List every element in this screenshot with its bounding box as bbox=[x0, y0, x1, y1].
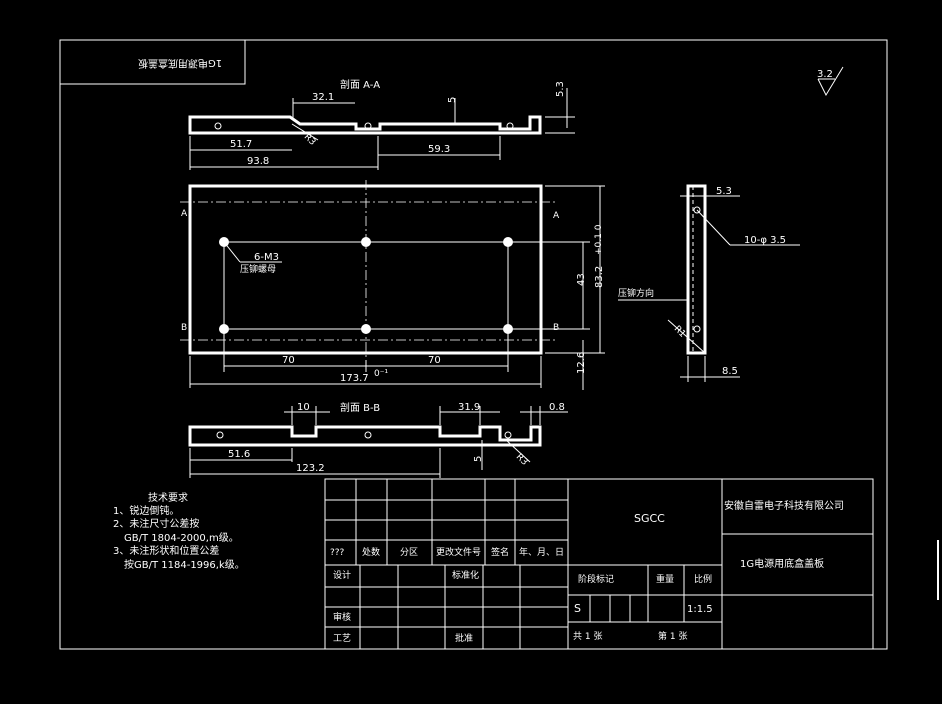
dim-side-holes: 10-φ 3.5 bbox=[744, 235, 786, 246]
tb-row-label: 签名 bbox=[491, 546, 509, 558]
hole-note-sub: 压铆螺母 bbox=[240, 263, 276, 275]
dim-aa-51-7: 51.7 bbox=[230, 139, 252, 150]
dim-plan-70b: 70 bbox=[428, 355, 441, 366]
section-mark-b-left: B bbox=[181, 323, 187, 333]
dim-aa-32-1: 32.1 bbox=[312, 92, 334, 103]
header-box bbox=[59, 39, 246, 85]
section-mark-a-right: A bbox=[553, 211, 560, 221]
tb-company: 安徽自雷电子科技有限公司 bbox=[724, 499, 844, 512]
dim-plan-offset: 12.6 bbox=[576, 352, 587, 374]
dim-bb-31-9: 31.9 bbox=[458, 402, 480, 413]
tb-scale-value: 1:1.5 bbox=[687, 604, 713, 615]
dim-bb-0-8: 0.8 bbox=[549, 402, 565, 413]
section-bb: 剖面 B-B 10 31.9 0.8 51.6 123.2 5 R3 bbox=[188, 401, 568, 478]
dim-side-5-3: 5.3 bbox=[716, 186, 732, 197]
tb-weight-label: 重量 bbox=[656, 573, 674, 585]
header-box-text: 1G电源用底盒盖板 bbox=[138, 57, 222, 70]
press-direction-label: 压铆方向 bbox=[618, 287, 654, 299]
roughness-value: 3.2 bbox=[817, 69, 833, 80]
dim-plan-width-tol: 0⁻¹ bbox=[374, 369, 388, 379]
dim-side-8-5: 8.5 bbox=[722, 366, 738, 377]
tb-process-label: 工艺 bbox=[333, 633, 351, 644]
tb-row-label: 处数 bbox=[362, 546, 380, 558]
dim-aa-5-3: 5.3 bbox=[555, 81, 566, 97]
plan-view: 6-M3 压铆螺母 A A B B 70 70 173.7 0⁻¹ 83.2 +… bbox=[180, 180, 605, 390]
dim-bb-5: 5 bbox=[473, 456, 484, 462]
hole-marker bbox=[219, 324, 229, 334]
note-item: 按GB/T 1184-1996,k级。 bbox=[124, 558, 245, 571]
hole-marker bbox=[503, 324, 513, 334]
note-item: 3、未注形状和位置公差 bbox=[113, 544, 219, 557]
tb-material: SGCC bbox=[634, 512, 665, 525]
side-view: 5.3 10-φ 3.5 压铆方向 R1 8.5 bbox=[618, 184, 800, 382]
title-block: ??? 处数 分区 更改文件号 签名 年、月、日 设计 标准化 审核 工艺 批准… bbox=[324, 478, 874, 650]
dim-plan-height: 83.2 bbox=[594, 266, 605, 288]
tb-design-label: 设计 bbox=[333, 569, 351, 581]
tb-review-label: 审核 bbox=[333, 611, 351, 623]
tb-standard-label: 标准化 bbox=[452, 569, 479, 581]
technical-notes: 技术要求 1、锐边倒钝。 2、未注尺寸公差按 GB/T 1804-2000,m级… bbox=[113, 491, 245, 571]
note-item: GB/T 1804-2000,m级。 bbox=[124, 532, 239, 544]
section-aa-title: 剖面 A-A bbox=[340, 78, 380, 91]
hole-marker bbox=[361, 237, 371, 247]
dim-plan-70a: 70 bbox=[282, 355, 295, 366]
tb-row-label: 分区 bbox=[400, 547, 418, 558]
tb-stage-value: S bbox=[574, 602, 581, 615]
dim-aa-59-3: 59.3 bbox=[428, 144, 450, 155]
section-aa: 剖面 A-A 32.1 5 5.3 51.7 93.8 59.3 R3 bbox=[188, 78, 575, 170]
section-mark-b-right: B bbox=[553, 323, 559, 333]
dim-aa-93-8: 93.8 bbox=[247, 156, 269, 167]
tb-row-label: 年、月、日 bbox=[519, 546, 564, 558]
hole-note: 6-M3 bbox=[254, 252, 279, 263]
tb-sheet-no: 第 1 张 bbox=[658, 630, 687, 642]
tb-stage-label: 阶段标记 bbox=[578, 573, 614, 585]
tb-row-label: 更改文件号 bbox=[436, 546, 481, 558]
dim-aa-r3: R3 bbox=[302, 132, 318, 148]
notes-title: 技术要求 bbox=[148, 491, 188, 504]
dim-plan-height-tol: +0.1 0 bbox=[594, 224, 604, 255]
dim-bb-10: 10 bbox=[297, 402, 310, 413]
tb-sheets-total: 共 1 张 bbox=[573, 631, 602, 642]
dim-plan-width: 173.7 bbox=[340, 373, 369, 384]
section-mark-a-left: A bbox=[181, 209, 188, 219]
note-item: 2、未注尺寸公差按 bbox=[113, 517, 199, 530]
dim-bb-r3: R3 bbox=[514, 452, 530, 468]
dim-bb-123-2: 123.2 bbox=[296, 463, 325, 474]
tb-scale-label: 比例 bbox=[694, 573, 712, 585]
note-item: 1、锐边倒钝。 bbox=[113, 504, 179, 517]
section-bb-title: 剖面 B-B bbox=[340, 401, 380, 414]
dim-side-r1: R1 bbox=[672, 324, 688, 340]
dim-aa-5: 5 bbox=[447, 97, 458, 103]
dim-plan-inner-h: 43 bbox=[576, 273, 587, 286]
tb-part-name: 1G电源用底盒盖板 bbox=[740, 557, 824, 570]
roughness-symbol: 3.2 bbox=[817, 66, 844, 97]
hole-marker bbox=[361, 324, 371, 334]
dim-bb-51-6: 51.6 bbox=[228, 449, 250, 460]
tb-approve-label: 批准 bbox=[455, 632, 473, 644]
hole-marker bbox=[503, 237, 513, 247]
tb-row-label: ??? bbox=[330, 548, 345, 558]
